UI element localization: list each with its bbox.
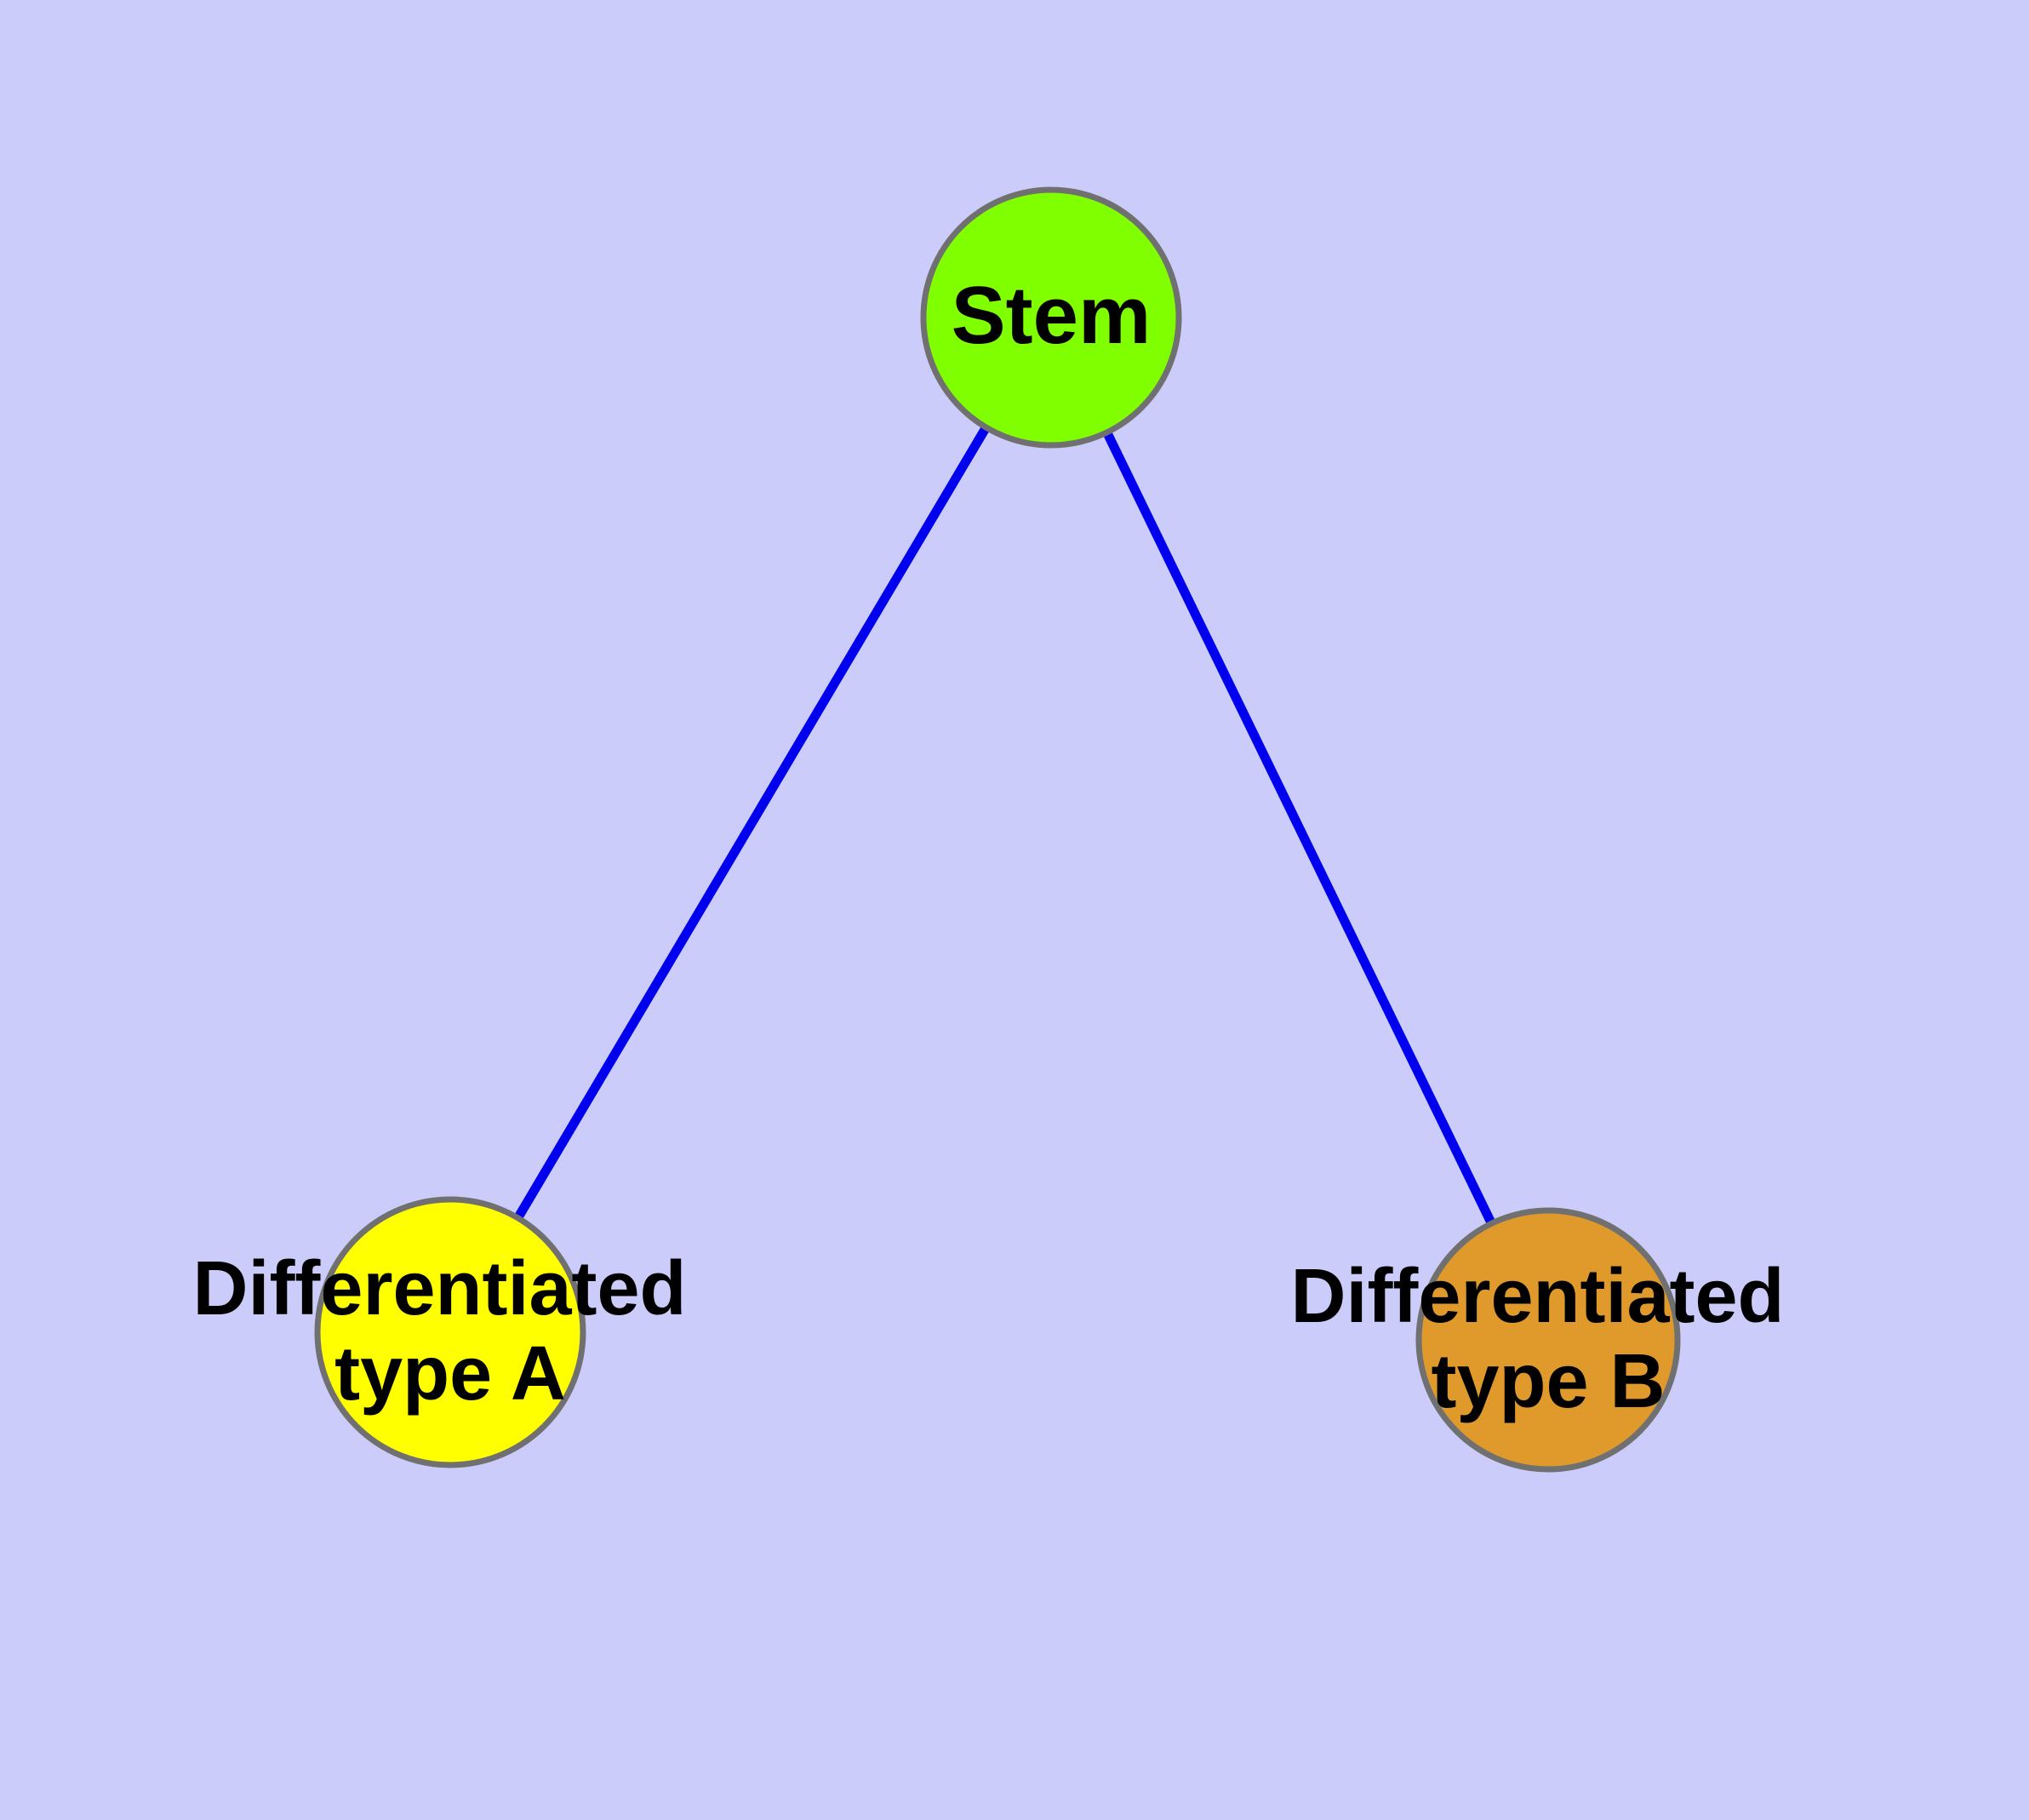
node-stem-label-line-1: Stem [952,270,1152,361]
edge-stem-to-diff-a[interactable] [446,315,1055,1335]
node-labels-layer: Stem Differentiated type A Differentiate… [192,270,1805,1424]
edge-stem-to-diff-b[interactable] [1047,315,1552,1342]
node-stem-label: Stem [952,270,1152,361]
node-diff-b-label-line-2: type B [1431,1339,1665,1424]
node-stem-circle[interactable] [920,186,1182,449]
nodes-layer [314,186,1681,1473]
node-diff-a-label: Differentiated type A [192,1246,707,1417]
node-diff-b[interactable] [1415,1207,1681,1473]
node-stem[interactable] [920,186,1182,449]
node-diff-b-circle[interactable] [1415,1207,1681,1473]
edges-layer [446,315,1552,1342]
node-diff-a-label-line-1: Differentiated [192,1246,686,1331]
node-diff-a-label-line-2: type A [334,1331,566,1417]
node-diff-a[interactable] [314,1196,586,1468]
node-diff-a-circle[interactable] [314,1196,586,1468]
node-diff-b-label: Differentiated type B [1290,1254,1805,1424]
node-diff-b-label-line-1: Differentiated [1290,1254,1784,1339]
